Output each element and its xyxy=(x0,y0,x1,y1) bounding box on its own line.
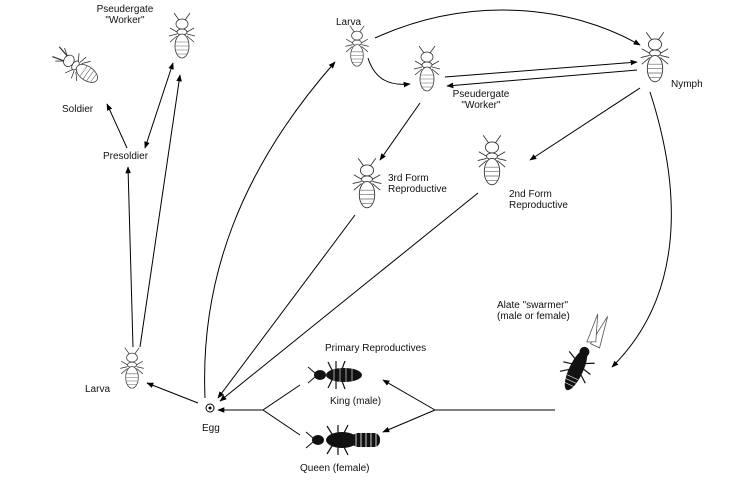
arrow-worker-to-nymph xyxy=(444,59,638,78)
arrow-larva-to-worker xyxy=(139,74,182,348)
arrow-presoldier-to-soldier xyxy=(106,103,128,149)
label-line: Reproductive xyxy=(509,200,568,211)
arrow-nymph-to-second-form xyxy=(529,87,641,161)
label-line: "Worker" xyxy=(105,15,145,26)
nymph-icon xyxy=(640,31,670,83)
label-line: (male or female) xyxy=(497,311,570,322)
arrow-larva-to-nymph xyxy=(374,9,641,46)
arrow-presoldier-worker xyxy=(144,62,174,149)
alate-label: Alate "swarmer" (male or female) xyxy=(497,300,570,322)
second-form-reproductive-icon xyxy=(477,134,507,186)
pseudergate-worker-icon xyxy=(168,12,196,59)
soldier-label: Soldier xyxy=(62,104,94,115)
pseudergate-worker-label-left: Pseudergate "Worker" xyxy=(95,4,155,26)
king-label: King (male) xyxy=(330,396,382,407)
third-form-label: 3rd Form Reproductive xyxy=(388,173,447,195)
second-form-label: 2nd Form Reproductive xyxy=(509,189,568,211)
larva-left-label: Larva xyxy=(85,384,111,395)
arrow-egg-to-larva xyxy=(146,382,199,404)
arrow-third-form-to-egg xyxy=(217,214,356,399)
arrow-nymph-to-worker xyxy=(446,69,638,89)
arrow-worker-to-third-form xyxy=(379,102,421,161)
arrow-larva-to-worker-mid xyxy=(367,57,411,88)
label-line: Reproductive xyxy=(388,184,447,195)
label-line: 3rd Form xyxy=(388,173,429,184)
third-form-reproductive-icon xyxy=(352,157,382,209)
king-icon xyxy=(307,360,363,390)
larva-icon xyxy=(119,347,145,389)
egg-icon xyxy=(205,403,215,413)
soldier-icon xyxy=(52,43,105,92)
queen-label: Queen (female) xyxy=(300,463,370,474)
pseudergate-worker-label-mid: Pseudergate "Worker" xyxy=(444,89,518,111)
queen-icon xyxy=(305,424,380,456)
label-line: "Worker" xyxy=(461,100,501,111)
label-line: 2nd Form xyxy=(509,189,552,200)
label-line: Alate "swarmer" xyxy=(497,300,569,311)
arrow-nymph-to-alate xyxy=(611,91,672,368)
egg-label: Egg xyxy=(202,423,220,434)
pseudergate-worker-icon xyxy=(413,45,441,92)
presoldier-label: Presoldier xyxy=(103,151,149,162)
label-line: Pseudergate xyxy=(96,4,154,15)
arrow-reproductives-split xyxy=(262,384,301,436)
alate-icon xyxy=(559,313,609,391)
arrow-second-form-to-egg xyxy=(219,192,479,402)
nymph-label: Nymph xyxy=(671,79,703,90)
primary-reproductives-label: Primary Reproductives xyxy=(325,343,427,354)
arrow-egg-to-larva-top xyxy=(204,61,336,399)
arrow-to-queen xyxy=(382,409,436,433)
arrow-to-king xyxy=(382,379,436,411)
larva-icon xyxy=(344,25,370,67)
larva-top-label: Larva xyxy=(336,17,362,28)
arrow-larva-to-presoldier xyxy=(125,166,134,348)
label-line: Pseudergate xyxy=(452,89,510,100)
